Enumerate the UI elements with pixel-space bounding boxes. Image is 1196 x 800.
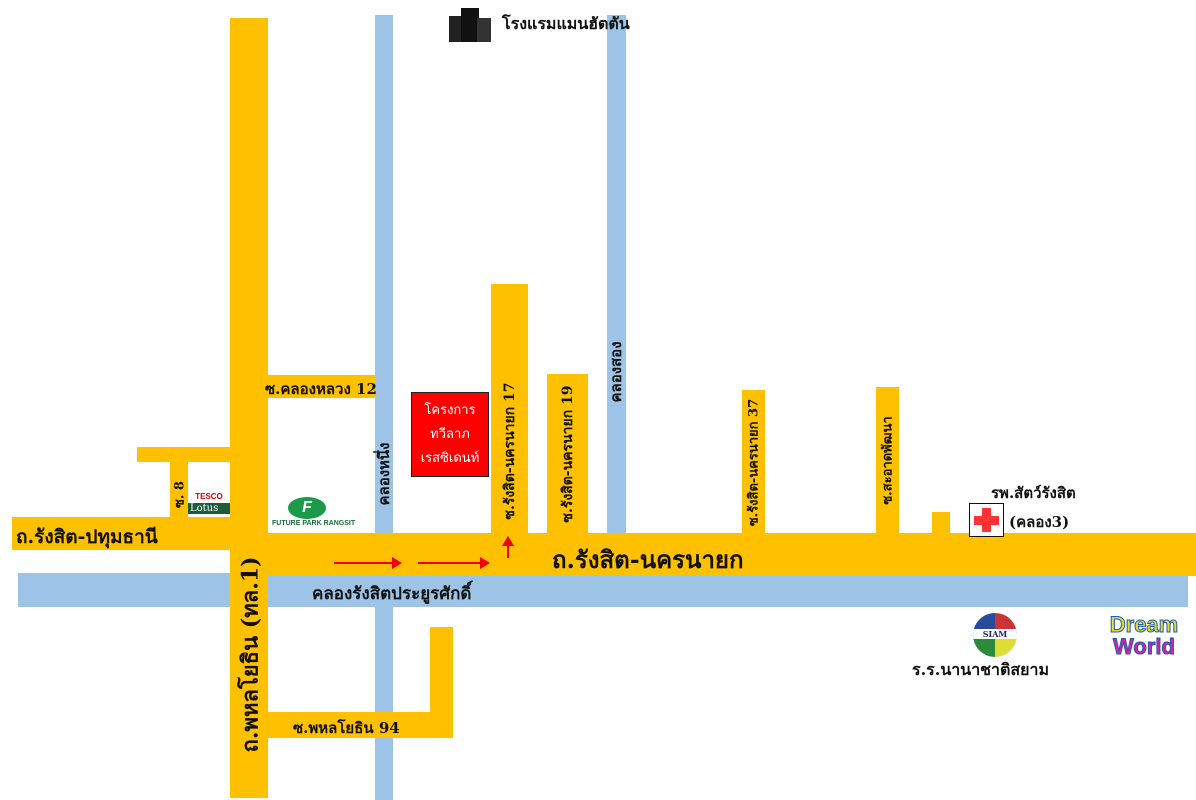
label-school: ร.ร.นานาชาติสยาม — [912, 660, 1050, 679]
project-line1: โครงการ — [424, 403, 476, 418]
road-soi8-h — [137, 447, 232, 462]
road-soi37 — [742, 390, 765, 534]
road-soi19 — [547, 374, 588, 534]
label-vet-sub: (คลอง3) — [1009, 513, 1070, 531]
dream-world-logo: Dream World — [1104, 612, 1184, 674]
project-line3: เรสซิเดนท์ — [420, 451, 480, 466]
road-soi-saat — [876, 387, 899, 534]
hospital-cross-icon — [969, 503, 1004, 537]
future-park-logo: F — [288, 497, 326, 519]
label-rangsit-nakhon: ถ.รังสิต-นครนายก — [552, 545, 744, 574]
dream-text: Dream — [1109, 612, 1179, 637]
building-icon — [445, 6, 495, 42]
road-phahonyothin — [230, 18, 268, 798]
lotus-text: Lotus — [188, 503, 230, 514]
label-soi-phahon94: ซ.พหลโยธิน 94 — [293, 719, 400, 737]
label-soi-saat: ซ.สะอาดพัฒนา — [880, 416, 896, 505]
label-soi19: ซ.รังสิต-นครนายก 19 — [560, 385, 576, 523]
label-future-park: FUTURE PARK RANGSIT — [272, 520, 356, 527]
direction-arrow-up-head — [502, 536, 514, 546]
tesco-lotus-logo: TESCO Lotus — [188, 492, 230, 517]
direction-arrow-2 — [418, 557, 490, 569]
canal-khlong-nueng — [375, 15, 393, 800]
direction-arrow-1 — [334, 557, 402, 569]
road-rangsit-pathum — [12, 517, 232, 550]
direction-arrow-up — [507, 540, 509, 558]
canal-rangsit — [18, 573, 1188, 607]
label-hotel: โรงแรมแมนฮัตตัน — [502, 14, 630, 33]
label-khlong-song: คลองสอง — [607, 341, 625, 403]
project-marker[interactable]: โครงการ ทวีลาภ เรสซิเดนท์ — [411, 392, 489, 477]
road-soi-phahon94-h — [268, 712, 453, 738]
siam-school-logo: SIAM — [973, 613, 1017, 657]
label-khlong-nueng: คลองหนึ่ง — [375, 442, 393, 506]
label-soi8: ซ. 8 — [172, 481, 188, 508]
road-soi-phahon94-v — [430, 627, 453, 738]
road-soi8-v — [170, 460, 188, 520]
canal-khlong-song — [607, 15, 626, 535]
label-soi17: ซ.รังสิต-นครนายก 17 — [502, 382, 518, 520]
label-vet: รพ.สัตว์รังสิต — [991, 484, 1076, 502]
label-phahonyothin: ถ.พหลโยธิน (ทล.1) — [237, 556, 264, 753]
road-soi17 — [491, 284, 528, 534]
siam-logo-text: SIAM — [973, 629, 1017, 639]
tesco-text: TESCO — [195, 492, 223, 501]
road-rangsit-nakhon — [230, 533, 1196, 576]
label-soi-khlongluang12: ซ.คลองหลวง 12 — [265, 380, 377, 398]
road-soi-khlongluang12 — [268, 375, 375, 398]
world-text: World — [1113, 634, 1176, 659]
label-khlong-rangsit: คลองรังสิตประยูรศักดิ์ — [312, 584, 472, 604]
label-rangsit-pathum: ถ.รังสิต-ปทุมธานี — [16, 526, 158, 548]
label-soi37: ซ.รังสิต-นครนายก 37 — [746, 398, 762, 527]
road-stub — [932, 512, 950, 534]
project-line2: ทวีลาภ — [430, 427, 470, 442]
